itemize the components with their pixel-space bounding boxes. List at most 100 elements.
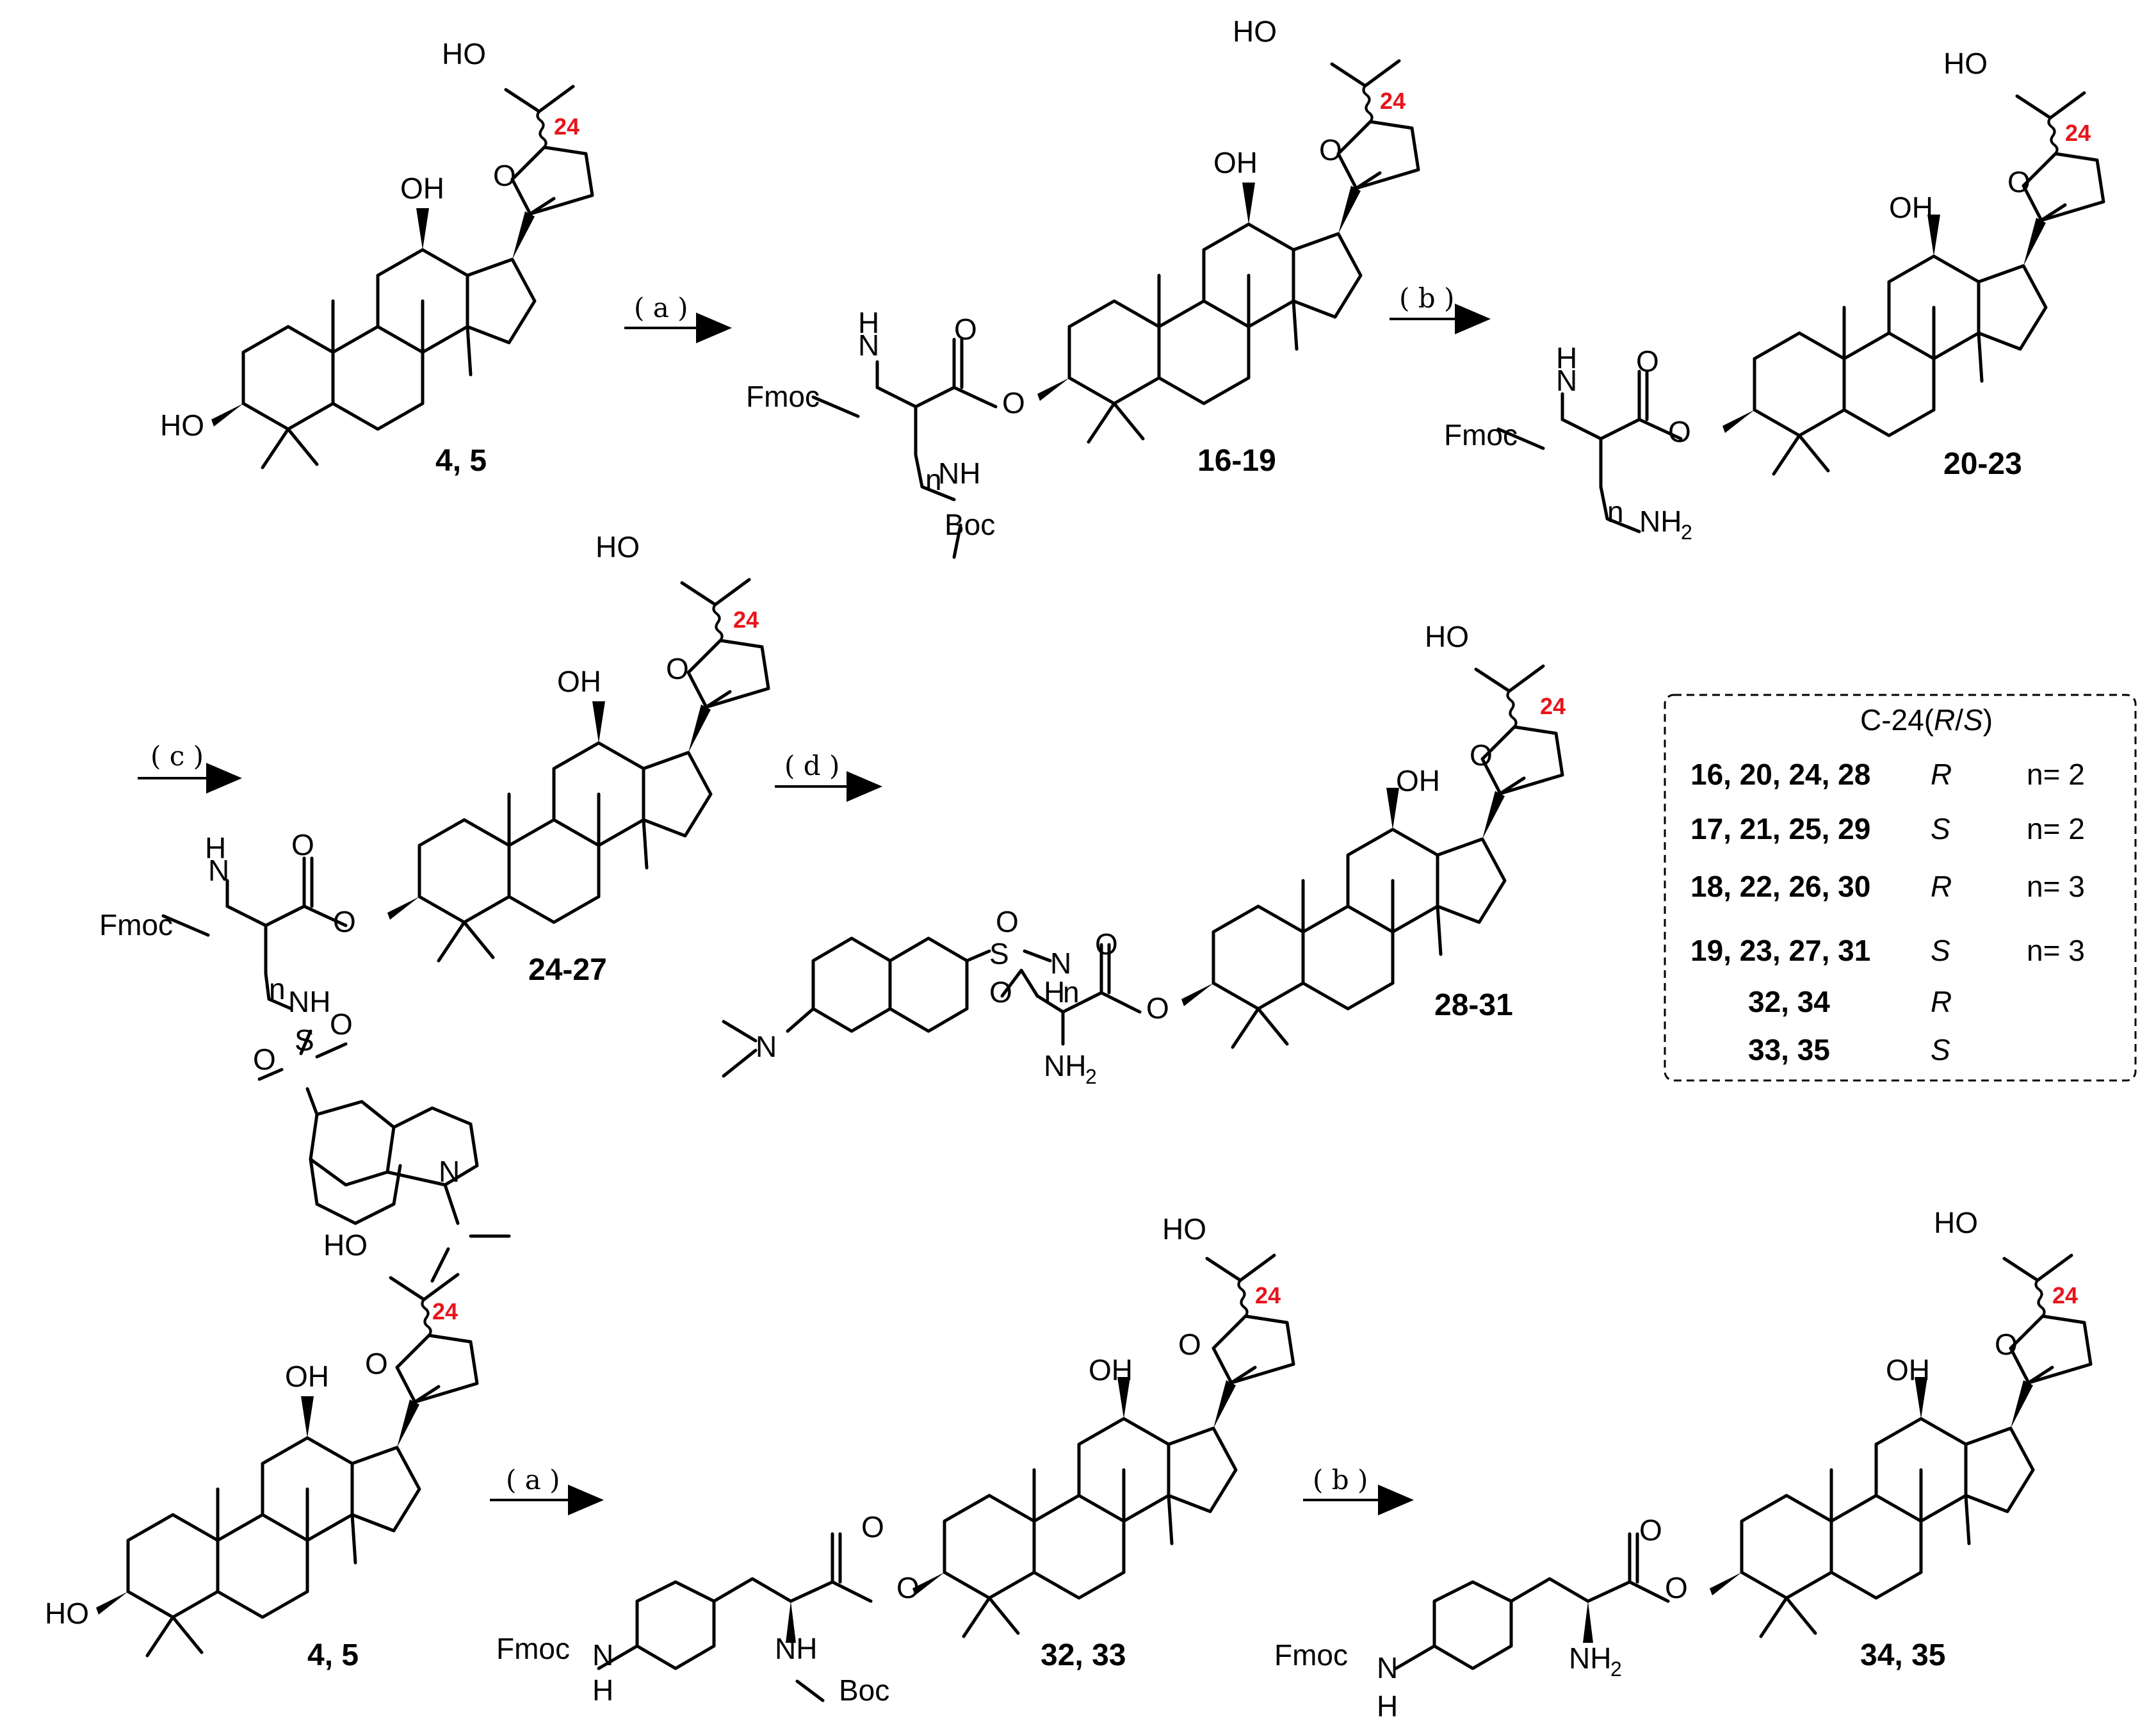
table-row-config: R: [1931, 870, 1952, 903]
svg-text:HO: HO: [442, 37, 486, 70]
svg-text:24: 24: [2065, 120, 2091, 146]
svg-text:H: H: [592, 1674, 613, 1707]
table-row-compounds: 33, 35: [1748, 1033, 1830, 1066]
svg-text:OH: OH: [1889, 191, 1933, 224]
svg-text:OH: OH: [285, 1360, 329, 1393]
svg-text:2: 2: [1610, 1658, 1622, 1681]
svg-text:Boc: Boc: [944, 508, 995, 541]
svg-text:O: O: [1178, 1328, 1201, 1361]
svg-text:H: H: [1556, 341, 1577, 375]
svg-text:HO: HO: [1943, 47, 1988, 80]
svg-text:N: N: [1556, 364, 1577, 397]
svg-text:O: O: [1665, 1571, 1688, 1604]
structure-32-33: OH O HO 24: [597, 1212, 1293, 1702]
svg-text:OH: OH: [1213, 146, 1258, 179]
svg-text:N: N: [756, 1030, 777, 1063]
svg-text:H: H: [858, 306, 879, 339]
svg-text:O: O: [666, 652, 689, 685]
svg-text:NH: NH: [775, 1632, 817, 1665]
compound-label-4-5: 4, 5: [435, 444, 487, 478]
svg-text:O: O: [493, 159, 516, 192]
table-row-n: n= 3: [2027, 870, 2085, 903]
svg-text:HO: HO: [323, 1228, 368, 1262]
svg-text:n: n: [1063, 975, 1080, 1009]
svg-text:S: S: [989, 937, 1009, 970]
svg-text:n: n: [1607, 495, 1624, 528]
svg-text:HO: HO: [1934, 1206, 1978, 1239]
svg-text:N: N: [1377, 1651, 1398, 1684]
svg-text:24: 24: [733, 607, 759, 633]
condition-a: ( a ): [634, 292, 688, 323]
condition-d: ( d ): [784, 750, 839, 781]
svg-text:Fmoc: Fmoc: [1444, 418, 1518, 452]
svg-text:OH: OH: [1396, 764, 1440, 797]
table-border: [1664, 694, 2137, 1082]
svg-text:N: N: [592, 1638, 613, 1672]
table-row-compounds: 19, 23, 27, 31: [1690, 934, 1870, 967]
svg-text:H: H: [205, 831, 226, 865]
condition-b-bottom: ( b ): [1313, 1464, 1368, 1496]
table-row-compounds: 16, 20, 24, 28: [1690, 758, 1870, 791]
compound-label-24-27: 24-27: [528, 953, 607, 987]
compound-label-32-33: 32, 33: [1041, 1638, 1126, 1672]
svg-text:24: 24: [1255, 1282, 1281, 1308]
table-row-config: R: [1931, 758, 1952, 791]
table-row-config: R: [1931, 985, 1952, 1018]
svg-text:O: O: [1319, 133, 1342, 167]
compound-label-20-23: 20-23: [1943, 447, 2022, 481]
svg-text:24: 24: [2052, 1282, 2078, 1308]
svg-text:N: N: [858, 329, 879, 362]
structure-16-19: O OH O H O 24: [811, 15, 1418, 559]
svg-text:O: O: [1095, 927, 1118, 961]
svg-text:NH: NH: [1639, 505, 1682, 538]
svg-text:HO: HO: [45, 1597, 89, 1630]
compound-label-34-35: 34, 35: [1860, 1638, 1945, 1672]
svg-text:O: O: [1002, 386, 1025, 420]
svg-text:NH: NH: [1044, 1049, 1086, 1082]
svg-text:N: N: [439, 1155, 460, 1188]
svg-text:NH: NH: [1569, 1642, 1611, 1675]
table-row-compounds: 18, 22, 26, 30: [1690, 870, 1870, 903]
svg-text:Fmoc: Fmoc: [1274, 1638, 1348, 1672]
structure-24-27: O H O HO 24: [161, 530, 768, 1283]
svg-text:24: 24: [1540, 693, 1566, 719]
table-row-config: S: [1931, 812, 1950, 845]
svg-text:N: N: [1050, 947, 1071, 980]
svg-text:24: 24: [432, 1298, 458, 1325]
condition-a-bottom: ( a ): [506, 1464, 560, 1496]
structure-4-5-top: HO OH O HO 24: [160, 37, 592, 468]
structure-20-23: OH O HO 24: [1496, 47, 2103, 534]
svg-text:24: 24: [1380, 88, 1406, 114]
structure-34-35: OH O HO 24: [1394, 1206, 2091, 1670]
svg-text:O: O: [954, 313, 977, 346]
table-row-config: S: [1931, 934, 1950, 967]
svg-text:NH: NH: [938, 457, 980, 490]
svg-text:O: O: [1146, 991, 1169, 1025]
svg-text:O: O: [333, 905, 356, 938]
svg-text:O: O: [291, 828, 314, 861]
svg-text:2: 2: [1085, 1065, 1097, 1088]
svg-text:O: O: [1639, 1513, 1662, 1547]
condition-b: ( b ): [1399, 282, 1454, 314]
configuration-table: C-24(R/S) 16, 20, 24, 28 R n= 2 17, 21, …: [1664, 694, 2137, 1082]
svg-text:S: S: [295, 1023, 314, 1057]
svg-text:O: O: [989, 975, 1012, 1009]
table-header: C-24(R/S): [1860, 703, 1993, 737]
table-row-n: n= 3: [2027, 934, 2085, 967]
svg-text:HO: HO: [1162, 1212, 1206, 1246]
svg-text:O: O: [365, 1347, 388, 1380]
svg-text:Fmoc: Fmoc: [496, 1632, 570, 1665]
svg-text:O: O: [253, 1043, 276, 1076]
condition-c: ( c ): [150, 740, 204, 772]
svg-text:H: H: [1377, 1690, 1398, 1723]
table-row-compounds: 17, 21, 25, 29: [1690, 812, 1870, 845]
svg-text:n: n: [269, 972, 286, 1006]
c24-label: 24: [554, 113, 580, 140]
compound-label-28-31: 28-31: [1434, 988, 1513, 1022]
svg-text:HO: HO: [596, 530, 640, 564]
svg-text:O: O: [330, 1007, 353, 1041]
svg-text:NH: NH: [288, 985, 330, 1018]
svg-text:N: N: [208, 854, 229, 887]
svg-text:OH: OH: [400, 172, 444, 205]
